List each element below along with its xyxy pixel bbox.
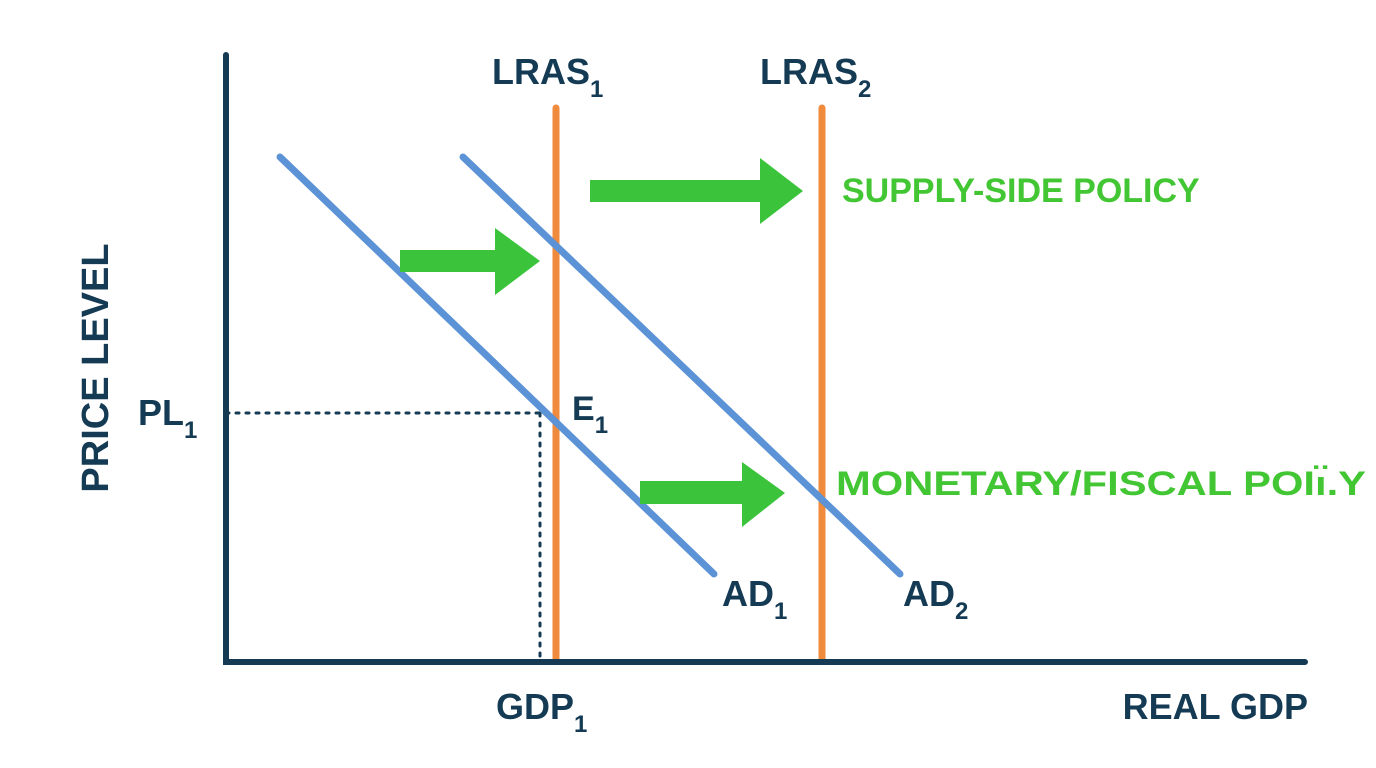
pl1-main: PL — [138, 392, 184, 433]
ad2-label: AD2 — [903, 573, 968, 625]
lras1-main: LRAS — [492, 51, 590, 92]
ad1-main: AD — [722, 573, 774, 614]
demand-shift-arrow-lower — [640, 462, 785, 527]
ad2-subscript: 2 — [955, 598, 968, 625]
e1-main: E — [572, 390, 595, 428]
y-axis-label: PRICE LEVEL — [75, 243, 117, 492]
supply-side-policy-label: SUPPLY-SIDE POLICY — [842, 172, 1200, 210]
pl1-label: PL1 — [138, 392, 197, 444]
ad1-subscript: 1 — [774, 598, 787, 625]
ad1-label: AD1 — [722, 573, 787, 625]
supply-shift-arrow — [590, 158, 803, 224]
lras1-label: LRAS1 — [492, 51, 603, 103]
lras1-subscript: 1 — [590, 76, 603, 103]
demand-shift-arrow-upper — [400, 228, 540, 295]
e1-label: E1 — [572, 390, 608, 439]
gdp1-label: GDP1 — [496, 686, 587, 738]
ad1-line — [276, 153, 718, 578]
ad2-main: AD — [903, 573, 955, 614]
lras2-main: LRAS — [760, 51, 858, 92]
pl1-subscript: 1 — [184, 417, 197, 444]
ad2-line — [459, 153, 904, 578]
gdp1-subscript: 1 — [574, 711, 587, 738]
gdp1-main: GDP — [496, 686, 574, 727]
lras2-subscript: 2 — [858, 76, 871, 103]
axes — [223, 52, 1308, 665]
x-axis-label: REAL GDP — [1123, 686, 1308, 727]
e1-subscript: 1 — [595, 412, 608, 439]
lras2-label: LRAS2 — [760, 51, 871, 103]
monetary-fiscal-policy-label: MONETARY/FISCAL POIı̈.Y — [836, 465, 1366, 503]
